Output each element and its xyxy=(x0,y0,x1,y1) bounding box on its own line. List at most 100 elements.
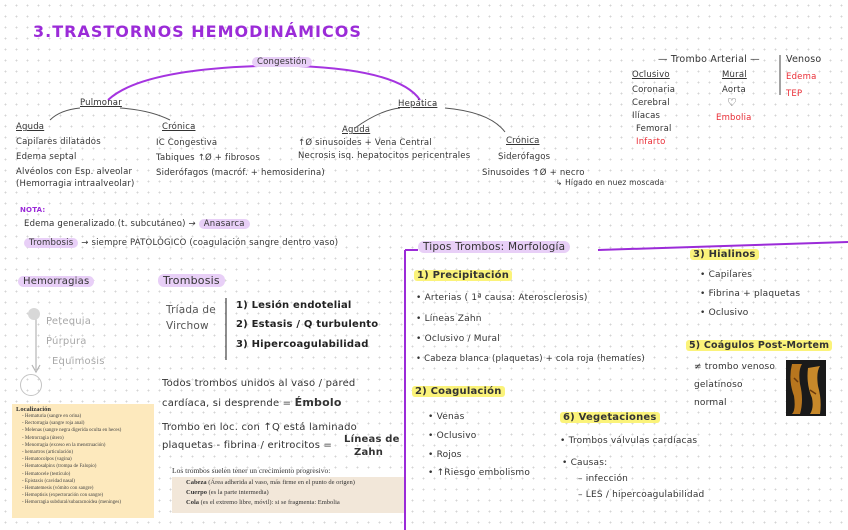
pulmonar-cronica-item: Tabiques ↑Ø + fibrosos xyxy=(156,153,260,163)
nota-line2-text: → siempre PATOLÓGICO (coagulación sangre… xyxy=(81,238,338,248)
postmortem-item: ≠ trombo venoso xyxy=(694,362,775,372)
embolia-label: Embolia xyxy=(716,113,752,123)
localizacion-item: - Hematosalpinx (trompa de Falopio) xyxy=(22,463,150,470)
congestion-root: Congestión xyxy=(252,57,312,67)
anasarca-term: Anasarca xyxy=(199,219,250,229)
oclusivo-item: Cerebral xyxy=(632,98,670,108)
localizacion-item: - Menorragia (exceso en la menstruación) xyxy=(22,442,150,449)
coagulacion-item: • Oclusivo xyxy=(428,431,476,441)
pulmonar-aguda-item: Edema septal xyxy=(16,152,77,162)
hepatica-aguda-item: ↑Ø sinusoides + Vena Central xyxy=(298,138,432,148)
oclusivo-item: Femoral xyxy=(636,124,672,134)
zahn-term2: Zahn xyxy=(354,447,383,458)
embolo-term: Émbolo xyxy=(295,396,342,409)
petequia-label: Petequia xyxy=(46,316,91,327)
postmortem-title: 5) Coágulos Post-Mortem xyxy=(686,340,832,351)
localizacion-item: - Melenas (sangre negra digerida oculta … xyxy=(22,427,150,434)
zahn-text1: Trombo en loc. con ↑Q está laminado xyxy=(162,422,357,433)
hemorragias-title: Hemorragias xyxy=(18,276,94,287)
coagulacion-item: • ↑Riesgo embolismo xyxy=(428,468,530,478)
trombosis-title: Trombosis xyxy=(158,274,225,287)
precipitacion-item: • Líneas Zahn xyxy=(416,314,482,324)
vegetaciones-item: – LES / hipercoagulabilidad xyxy=(578,490,704,500)
infarto-label: Infarto xyxy=(636,137,666,147)
oclusivo-header: Oclusivo xyxy=(632,70,670,80)
localizacion-item: - Rectorragia (sangre roja anal) xyxy=(22,420,150,427)
venoso-header: Venoso xyxy=(786,54,821,65)
pulmonar-aguda-label: Aguda xyxy=(16,122,44,132)
purpura-label: Púrpura xyxy=(46,336,87,347)
pulmonar-cronica-label: Crónica xyxy=(162,122,195,132)
vegetaciones-title: 6) Vegetaciones xyxy=(560,412,660,423)
tep-label: TEP xyxy=(786,89,802,99)
growth-cola: Cola (es el extremo libre, móvil): si se… xyxy=(186,498,404,508)
precipitacion-item: • Arterias ( 1ª causa: Aterosclerosis) xyxy=(416,293,588,303)
hepatica-aguda-item: Necrosis isq. hepatocitos pericentrales xyxy=(298,151,470,161)
vegetaciones-item: – infección xyxy=(578,474,628,484)
cuerpo-desc: (es la parte intermedia) xyxy=(207,489,269,496)
pulmonar-label: Pulmonar xyxy=(80,98,122,108)
triada-item: 2) Estasis / Q turbulento xyxy=(236,319,378,330)
hepatica-cronica-label: Crónica xyxy=(506,136,539,146)
cola-label: Cola xyxy=(186,499,199,506)
tipos-title: Tipos Trombos: Morfología xyxy=(418,241,570,253)
nota-line2: Trombosis → siempre PATOLÓGICO (coagulac… xyxy=(24,238,338,248)
vegetaciones-item: • Trombos válvulas cardíacas xyxy=(560,436,697,446)
nota-line1-text: Edema generalizado (t. subcutáneo) → xyxy=(24,219,196,229)
edema-label: Edema xyxy=(786,72,816,82)
localizacion-item: - Hematemesis (vómito con sangre) xyxy=(22,485,150,492)
localizacion-item: - Hemoptisis (expectoración con sangre) xyxy=(22,492,150,499)
equimosis-label: Equimosis xyxy=(52,356,105,367)
postmortem-clot-image xyxy=(786,360,826,416)
pulmonar-cronica-item: Siderófagos (macróf. + hemosiderina) xyxy=(156,168,325,178)
page-title: 3.TRASTORNOS HEMODINÁMICOS xyxy=(33,22,362,41)
coagulacion-item: • Venas xyxy=(428,412,464,422)
hepatica-cronica-item: Siderófagos xyxy=(498,152,550,162)
localizacion-heading: Localización xyxy=(16,406,150,413)
cola-desc: (es el extremo libre, móvil): si se frag… xyxy=(199,499,340,506)
hepatica-cronica-item: Sinusoides ↑Ø + necro xyxy=(482,168,585,178)
hialinos-item: • Fibrina + plaquetas xyxy=(700,289,800,299)
pulmonar-aguda-item: Capilares dilatados xyxy=(16,137,101,147)
hepatica-cronica-item: ↳ Hígado en nuez moscada xyxy=(556,178,664,187)
forbidden-circle-icon xyxy=(20,374,42,396)
localizacion-item: - Hematocele (testículo) xyxy=(22,471,150,478)
postmortem-item: gelatinoso xyxy=(694,380,743,390)
zahn-term1: Líneas de xyxy=(344,434,400,445)
mural-header: Mural xyxy=(722,70,747,80)
triada-label: Tríada de xyxy=(166,304,216,316)
embolo-line2: cardíaca, si desprende = Émbolo xyxy=(162,396,342,409)
virchow-label: Virchow xyxy=(166,320,209,332)
nota-label: NOTA: xyxy=(20,206,45,214)
hepatica-label: Hepática xyxy=(398,99,437,109)
growth-box: Cabeza (Área adherida al vaso, más firme… xyxy=(172,477,404,513)
growth-cabeza: Cabeza (Área adherida al vaso, más firme… xyxy=(186,478,404,488)
pulmonar-aguda-item: Alvéolos con Esp. alveolar xyxy=(16,167,132,177)
hialinos-item: • Oclusivo xyxy=(700,308,748,318)
hialinos-title: 3) Hialinos xyxy=(690,249,759,260)
cabeza-label: Cabeza xyxy=(186,479,207,486)
trombo-arterial-title: Trombo Arterial xyxy=(671,54,747,65)
precipitacion-title: 1) Precipitación xyxy=(414,270,512,281)
zahn-text2: plaquetas - fibrina / eritrocitos = xyxy=(162,440,332,451)
localizacion-item: - hemartros (articulación) xyxy=(22,449,150,456)
trombosis-term: Trombosis xyxy=(24,238,78,248)
growth-intro: Los trombos suelen tener un crecimiento … xyxy=(172,466,398,476)
coagulacion-title: 2) Coagulación xyxy=(412,386,505,397)
oclusivo-item: Coronaria xyxy=(632,85,675,95)
petequia-dot-icon xyxy=(28,308,40,320)
growth-cuerpo: Cuerpo (es la parte intermedia) xyxy=(186,488,404,498)
nota-line1: Edema generalizado (t. subcutáneo) → Ana… xyxy=(24,219,250,229)
postmortem-item: normal xyxy=(694,398,727,408)
localizacion-item: - Hematocolpos (vagina) xyxy=(22,456,150,463)
triada-item: 3) Hipercoagulabilidad xyxy=(236,339,369,350)
hepatica-aguda-label: Aguda xyxy=(342,125,370,135)
hialinos-item: • Capilares xyxy=(700,270,752,280)
cuerpo-label: Cuerpo xyxy=(186,489,207,496)
localizacion-item: - Hemorragia subdural/subaracnoidea (men… xyxy=(22,499,150,506)
embolo-text2: cardíaca, si desprende = xyxy=(162,398,291,409)
triada-item: 1) Lesión endotelial xyxy=(236,300,352,311)
embolo-text1: Todos trombos unidos al vaso / pared xyxy=(162,378,355,389)
vegetaciones-item: • Causas: xyxy=(562,458,607,468)
precipitacion-item: • Cabeza blanca (plaquetas) + cola roja … xyxy=(416,354,645,364)
